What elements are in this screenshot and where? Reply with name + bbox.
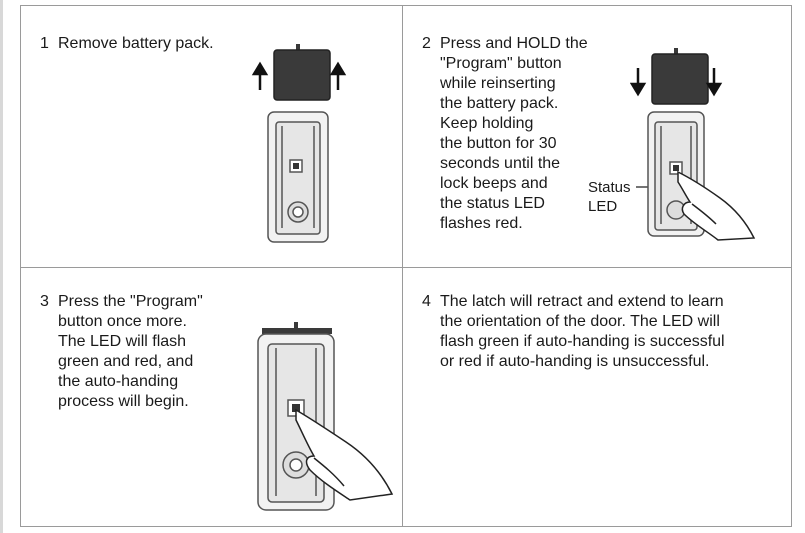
arrow-up-icon	[251, 61, 347, 90]
grid-divider-horizontal	[20, 267, 792, 268]
hand-pressing-icon	[295, 408, 394, 501]
left-margin-rule	[0, 0, 3, 533]
lock-interior-icon	[267, 111, 329, 243]
step-3: 3 Press the "Program" button once more. …	[40, 292, 240, 412]
step-2-number: 2	[422, 35, 431, 52]
figure-remove-battery	[251, 44, 347, 243]
step-2: 2 Press and HOLD the "Program" button wh…	[422, 34, 622, 234]
step-1: 1 Remove battery pack.	[40, 34, 260, 54]
step-2-text: Press and HOLD the "Program" button whil…	[440, 35, 588, 232]
lock-interior-icon	[257, 333, 335, 511]
figure-reinsert-battery	[630, 48, 756, 241]
step-1-text: Remove battery pack.	[58, 35, 214, 52]
battery-pack-icon	[262, 322, 332, 334]
status-led-callout: Status LED	[588, 179, 631, 215]
battery-pack-icon	[273, 44, 331, 101]
step-1-number: 1	[40, 35, 49, 52]
battery-pack-icon	[651, 48, 709, 105]
step-3-number: 3	[40, 293, 49, 310]
step-4: 4 The latch will retract and extend to l…	[422, 292, 782, 372]
step-4-number: 4	[422, 293, 431, 310]
grid-divider-vertical	[402, 5, 403, 527]
arrow-down-icon	[630, 68, 723, 97]
instruction-grid	[20, 5, 792, 527]
step-4-text: The latch will retract and extend to lea…	[440, 293, 725, 370]
hand-pressing-icon	[677, 170, 756, 241]
step-3-text: Press the "Program" button once more. Th…	[58, 293, 203, 410]
figure-press-program	[257, 322, 394, 511]
